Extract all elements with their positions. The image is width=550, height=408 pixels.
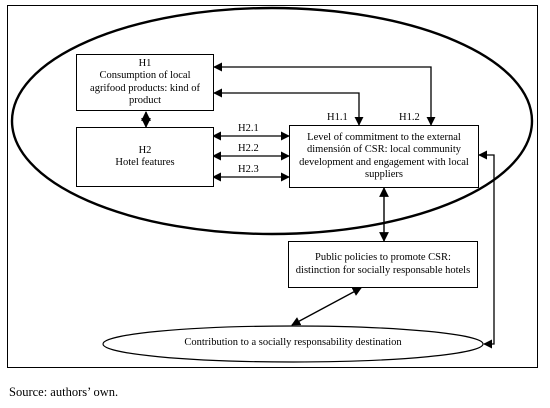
arrow-h1-2 [213,62,436,126]
hypotheses-ellipse [10,6,534,236]
label-h1-2: H1.2 [399,112,420,123]
public-policy-text: Public policies to promote CSR: distinct… [295,252,471,276]
source-caption: Source: authors’ own. [9,385,119,399]
public-policy-box: Public policies to promote CSR: distinct… [288,241,478,288]
label-h2-3: H2.3 [238,164,259,175]
destination-text: Contribution to a socially responsabilit… [184,337,402,348]
arrow-csr-destination [478,150,495,349]
h1-id: H1 [138,57,152,69]
h2-box: H2 Hotel features [76,127,214,187]
h1-box: H1 Consumption of local agrifood product… [76,54,214,111]
csr-commitment-text: Level of commitment to the external dime… [299,131,469,181]
figure-frame [7,5,538,368]
h1-text: Consumption of local agrifood products: … [90,70,200,106]
arrow-policy-destination [291,287,362,326]
csr-commitment-box: Level of commitment to the external dime… [289,125,479,188]
label-h2-2: H2.2 [238,143,259,154]
h2-id: H2 [138,144,152,156]
label-h2-1: H2.1 [238,123,259,134]
label-h1-1: H1.1 [327,112,348,123]
h2-text: Hotel features [115,157,175,168]
